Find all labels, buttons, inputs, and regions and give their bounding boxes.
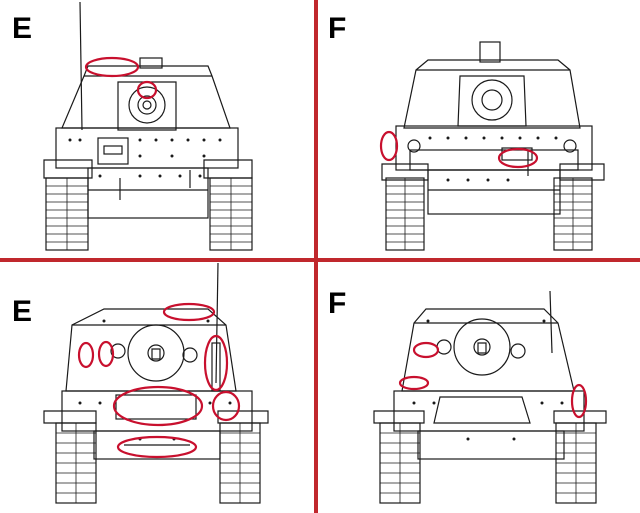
highlight-ellipse xyxy=(112,385,204,427)
highlight-ellipse xyxy=(379,130,399,162)
highlight-ellipse xyxy=(77,341,95,369)
variant-label: E xyxy=(12,12,33,45)
highlight-ellipse xyxy=(398,375,430,391)
highlight-ellipse xyxy=(116,435,198,459)
highlight-marks xyxy=(77,302,241,459)
panel-rear-e: E xyxy=(0,263,314,513)
highlight-ellipse xyxy=(162,302,216,322)
tank-rear-drawing-e xyxy=(43,263,269,504)
highlight-ellipse xyxy=(497,147,539,169)
variant-label: E xyxy=(12,295,33,328)
tank-front-drawing-f xyxy=(379,41,605,251)
variant-label: F xyxy=(328,287,347,320)
tank-front-drawing-e xyxy=(43,1,253,251)
highlight-ellipse xyxy=(84,56,140,78)
highlight-marks xyxy=(398,341,588,419)
panel-rear-f: F xyxy=(318,263,640,513)
highlight-ellipse xyxy=(203,334,229,392)
highlight-marks xyxy=(84,56,158,100)
highlight-ellipse xyxy=(570,383,588,419)
highlight-ellipse xyxy=(97,340,115,368)
horizontal-divider xyxy=(0,258,640,262)
highlight-ellipse xyxy=(211,390,241,422)
vertical-divider xyxy=(314,0,318,513)
panel-front-f: F xyxy=(318,0,640,258)
tank-rear-drawing-f xyxy=(373,290,607,504)
highlight-ellipse xyxy=(412,341,440,359)
variant-label: F xyxy=(328,12,347,45)
panel-front-e: E xyxy=(0,0,314,258)
highlight-marks xyxy=(379,130,539,169)
highlight-ellipse xyxy=(136,80,158,100)
